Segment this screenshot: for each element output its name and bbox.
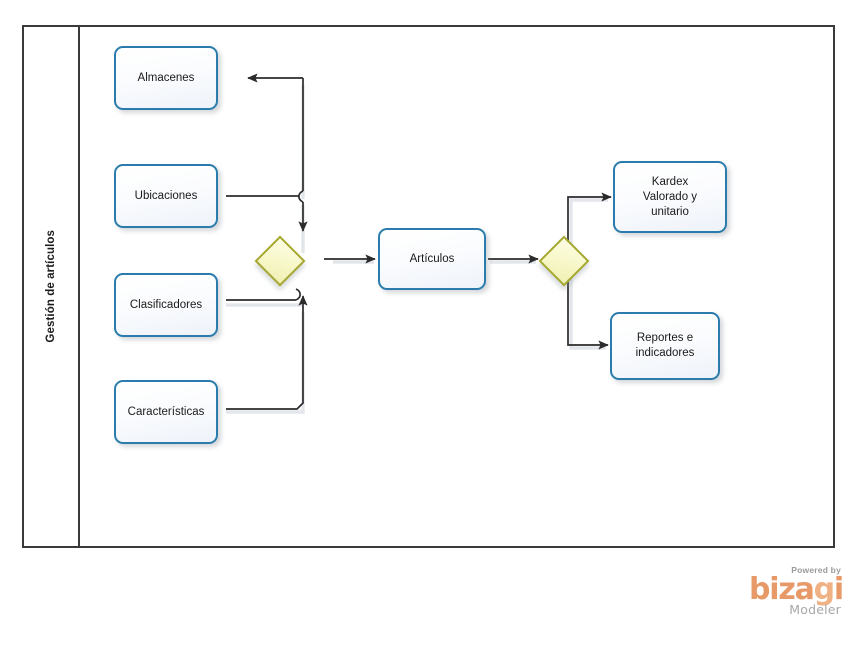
gateway-1-exclusive[interactable]	[254, 235, 306, 287]
task-ubicaciones-label: Ubicaciones	[134, 189, 198, 202]
task-caracteristicas[interactable]: Características	[114, 380, 218, 444]
modeler-label: Modeler	[789, 602, 841, 617]
task-kardex-label-line-1: Kardex	[651, 175, 689, 188]
task-articulos-label: Artículos	[409, 252, 455, 265]
task-clasificadores-label: Clasificadores	[129, 298, 203, 311]
task-almacenes-label: Almacenes	[137, 71, 195, 84]
task-ubicaciones[interactable]: Ubicaciones	[114, 164, 218, 228]
gateway-2-exclusive[interactable]	[538, 235, 590, 287]
task-reportes-e-indicadores[interactable]: Reportes e indicadores	[610, 312, 720, 380]
task-clasificadores[interactable]: Clasificadores	[114, 273, 218, 337]
task-kardex-label-line-2: Valorado y	[642, 190, 698, 203]
bizagi-wordmark-i: i	[833, 572, 844, 607]
task-reportes-label-line-2: indicadores	[635, 347, 695, 359]
bizagi-wordmark: bizagi	[737, 572, 844, 607]
gateway-1-diamond-icon	[254, 235, 306, 287]
bizagi-wordmark-bi: bi	[748, 572, 780, 607]
bizagi-wordmark-za: za	[778, 572, 815, 607]
bizagi-logo: Powered by bizagi Modeler	[737, 565, 844, 623]
task-kardex-label-line-3: unitario	[651, 205, 689, 218]
task-almacenes[interactable]: Almacenes	[114, 46, 218, 110]
powered-by-label: Powered by	[791, 565, 841, 575]
task-caracteristicas-label: Características	[127, 405, 205, 418]
task-reportes-label-line-1: Reportes e	[636, 332, 694, 344]
gateway-2-diamond-icon	[538, 235, 590, 287]
pool-label: Gestión de artículos	[45, 230, 57, 343]
pool-header: Gestión de artículos	[24, 27, 80, 546]
bizagi-wordmark-g: g	[813, 572, 835, 607]
task-kardex-valorado-y-unitario[interactable]: Kardex Valorado y unitario	[613, 161, 727, 233]
task-articulos[interactable]: Artículos	[378, 228, 486, 290]
